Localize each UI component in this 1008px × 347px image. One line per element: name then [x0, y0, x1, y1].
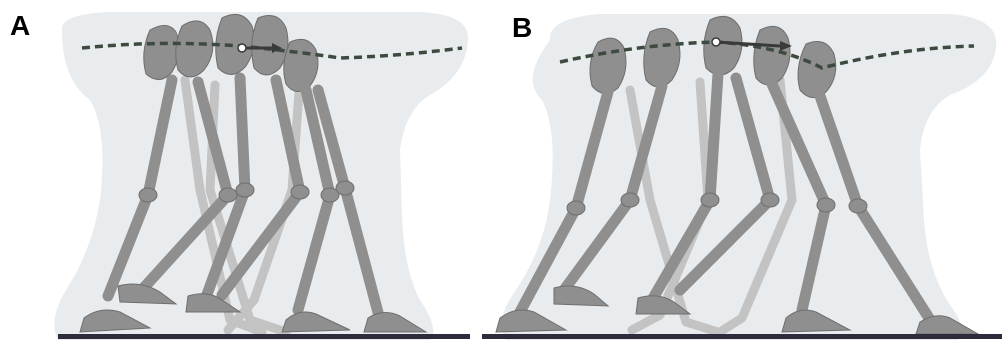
- ground-line: [58, 334, 470, 339]
- panel-a-gait-diagram: [0, 0, 480, 347]
- panel-b-gait-diagram: [480, 0, 1008, 347]
- ground-line: [482, 334, 1002, 339]
